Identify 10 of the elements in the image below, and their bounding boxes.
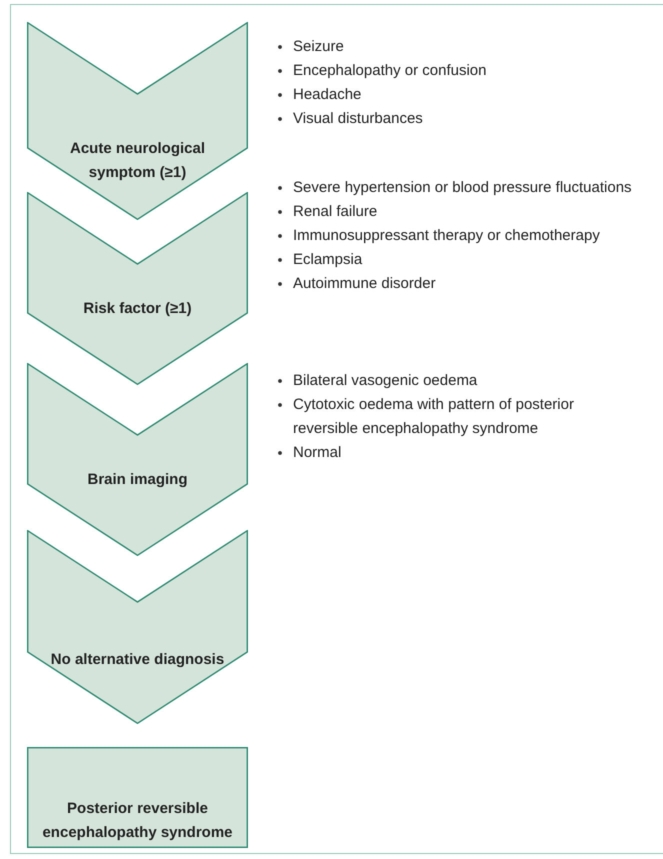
step-label: Brain imaging — [86, 470, 188, 490]
chevron-step — [27, 530, 248, 724]
chevron-step — [27, 22, 248, 220]
step-label: Risk factor (≥1) — [82, 299, 193, 319]
step-label: Acute neurological symptom (≥1) — [68, 139, 206, 183]
result-box — [27, 747, 248, 848]
step-label: No alternative diagnosis — [50, 650, 226, 670]
chevron-step — [27, 363, 248, 556]
step-label: Posterior reversible encephalopathy syndrome — [41, 799, 234, 843]
chevron-step — [27, 192, 248, 385]
